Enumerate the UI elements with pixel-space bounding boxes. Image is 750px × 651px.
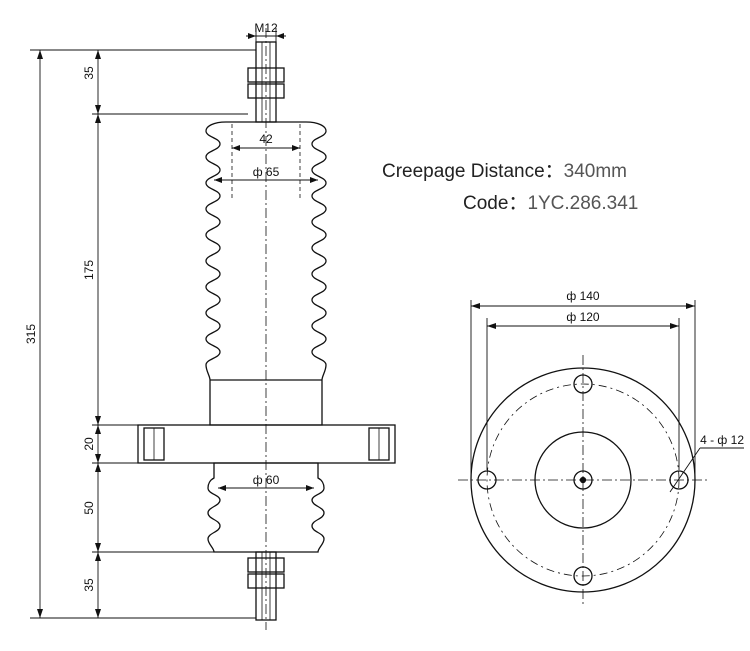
dim-lower-shed: 50 [82, 501, 96, 515]
dim-holes: 4 - ф 12 [700, 433, 744, 447]
dim-inner-dia: 42 [259, 132, 273, 146]
dim-core-dia: ф 65 [253, 165, 280, 179]
flange [137, 424, 396, 464]
dim-bolt-circle: ф 120 [566, 310, 600, 324]
dim-bottom-stud: 35 [82, 578, 96, 592]
dim-flange: 20 [82, 437, 96, 451]
dim-thread: M12 [254, 21, 278, 35]
plan-view [458, 355, 708, 605]
code-label: Code： [463, 193, 528, 214]
dim-shed-height: 175 [82, 260, 96, 280]
dim-lower-dia: ф 60 [253, 473, 280, 487]
lower-shed-profile [207, 462, 325, 553]
code-value: 1YC.286.341 [527, 193, 639, 214]
dim-overall: 315 [24, 324, 38, 344]
creepage-label: Creepage Distance： [382, 161, 564, 182]
dim-top-stud: 35 [82, 66, 96, 80]
creepage-spec: Creepage Distance：340mm [382, 156, 627, 183]
creepage-value: 340mm [563, 161, 628, 182]
code-spec: Code：1YC.286.341 [463, 188, 638, 215]
dim-outer-dia: ф 140 [566, 289, 600, 303]
